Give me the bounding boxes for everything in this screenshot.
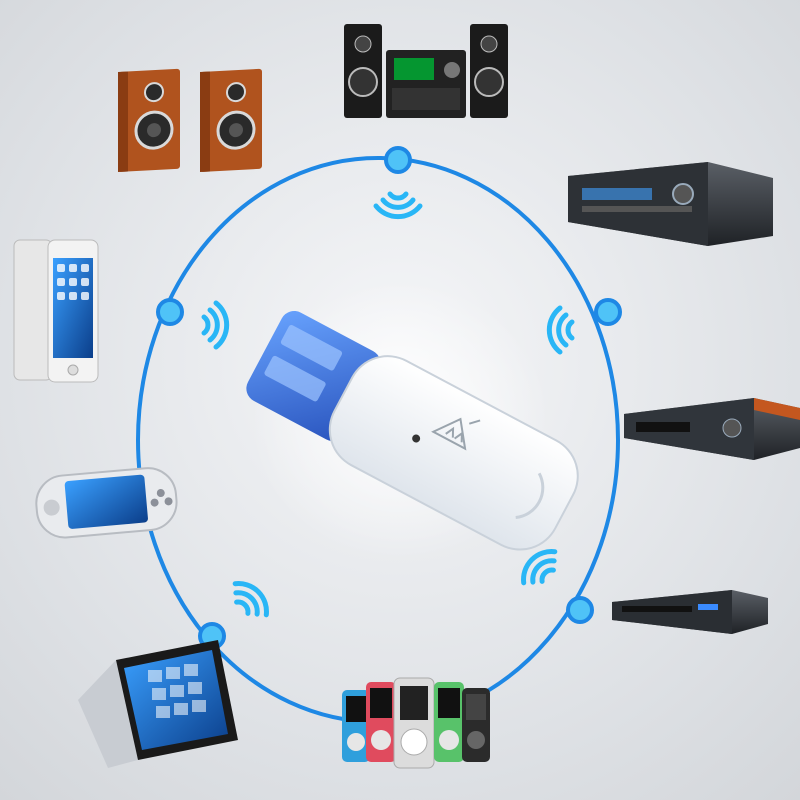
usb-bluetooth-dongle-icon <box>246 310 579 551</box>
hifi-stereo-system-icon <box>344 24 508 118</box>
dvd-player-icon <box>612 590 768 634</box>
ring-node-right <box>594 298 622 326</box>
dongle-lanyard-hole <box>515 472 545 519</box>
wireless-signal-icon <box>232 581 269 618</box>
dongle-body <box>328 355 579 551</box>
laptop-tablet-icon <box>78 640 238 768</box>
av-receiver-icon <box>568 162 773 246</box>
ring-node-top <box>384 146 412 174</box>
bookshelf-speakers-icon <box>118 68 262 172</box>
cd-player-icon <box>624 398 800 460</box>
wireless-signal-icon <box>373 191 423 220</box>
mp3-players-icon <box>342 677 490 769</box>
dongle-logo-icon <box>431 417 481 451</box>
wireless-signal-icon <box>201 300 230 350</box>
dongle-led <box>412 434 421 443</box>
handheld-game-console-icon <box>35 467 178 539</box>
dongle-usb-slot <box>280 325 343 371</box>
ring-node-left <box>156 298 184 326</box>
smartphone-icon <box>13 239 99 383</box>
dongle-usb-slot <box>264 355 326 402</box>
wireless-signals <box>201 191 575 618</box>
wireless-signal-icon <box>546 305 575 355</box>
ring-node-bottom-right <box>566 596 594 624</box>
wireless-signal-icon <box>521 549 558 586</box>
